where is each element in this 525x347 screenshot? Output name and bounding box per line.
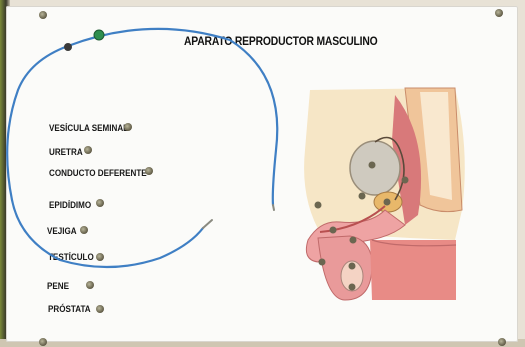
screw-icon[interactable] xyxy=(369,162,376,169)
bladder xyxy=(350,141,400,195)
wire-probe-icon[interactable] xyxy=(68,29,277,205)
wire-loop[interactable] xyxy=(7,46,203,267)
screw-icon[interactable] xyxy=(349,284,356,291)
screw-icon[interactable] xyxy=(315,202,322,209)
screw-icon[interactable] xyxy=(349,263,356,270)
wire-clip-icon[interactable] xyxy=(94,30,104,40)
screw-icon[interactable] xyxy=(319,259,326,266)
screw-icon[interactable] xyxy=(384,199,391,206)
screw-icon[interactable] xyxy=(359,193,366,200)
wire-probe-tip[interactable] xyxy=(203,220,212,228)
screw-icon[interactable] xyxy=(330,227,337,234)
wire-anchor-icon xyxy=(64,43,72,51)
screw-icon[interactable] xyxy=(402,177,409,184)
screw-icon[interactable] xyxy=(350,237,357,244)
wire-probe-tip[interactable] xyxy=(273,205,274,210)
thigh xyxy=(370,240,456,300)
